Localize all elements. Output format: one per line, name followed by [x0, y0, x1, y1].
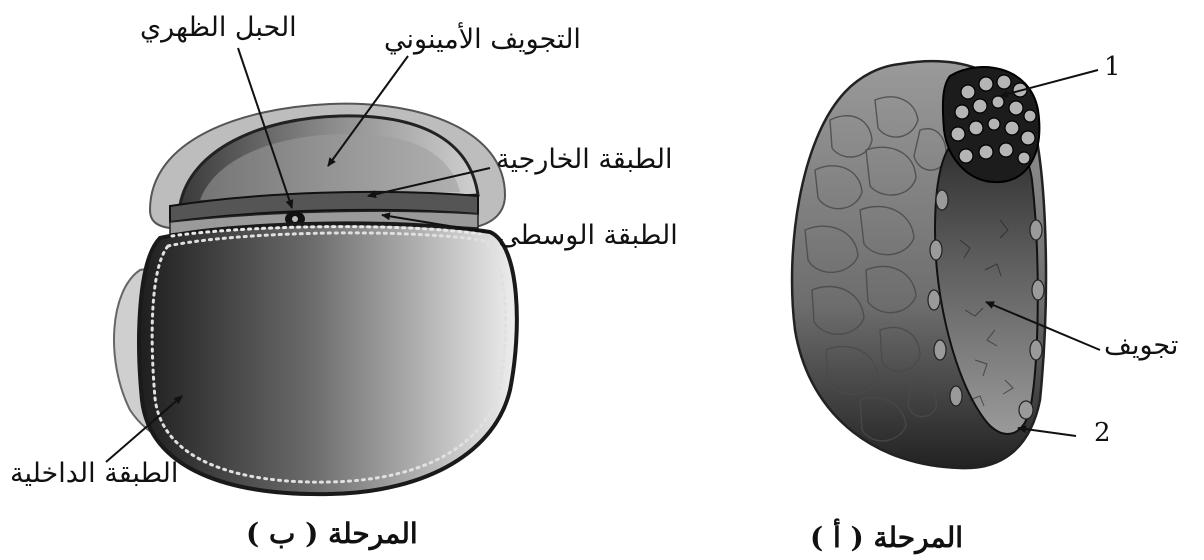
- label-ectoderm: الطبقة الخارجية: [496, 146, 672, 173]
- label-marker-2: 2: [1094, 420, 1111, 446]
- stage-a-figure: [792, 61, 1046, 468]
- label-mesoderm: الطبقة الوسطى: [498, 222, 678, 249]
- label-marker-1: 1: [1104, 54, 1121, 80]
- caption-stage-a: المرحلة ( أ ): [810, 524, 963, 552]
- label-amniotic-cavity: التجويف الأمينوني: [384, 26, 581, 53]
- caption-stage-b: المرحلة ( ب ): [246, 520, 418, 548]
- label-notochord: الحبل الظهري: [140, 14, 297, 41]
- stage-b-figure: [114, 104, 517, 494]
- label-endoderm: الطبقة الداخلية: [10, 460, 178, 487]
- label-cavity: تجويف: [1104, 332, 1178, 359]
